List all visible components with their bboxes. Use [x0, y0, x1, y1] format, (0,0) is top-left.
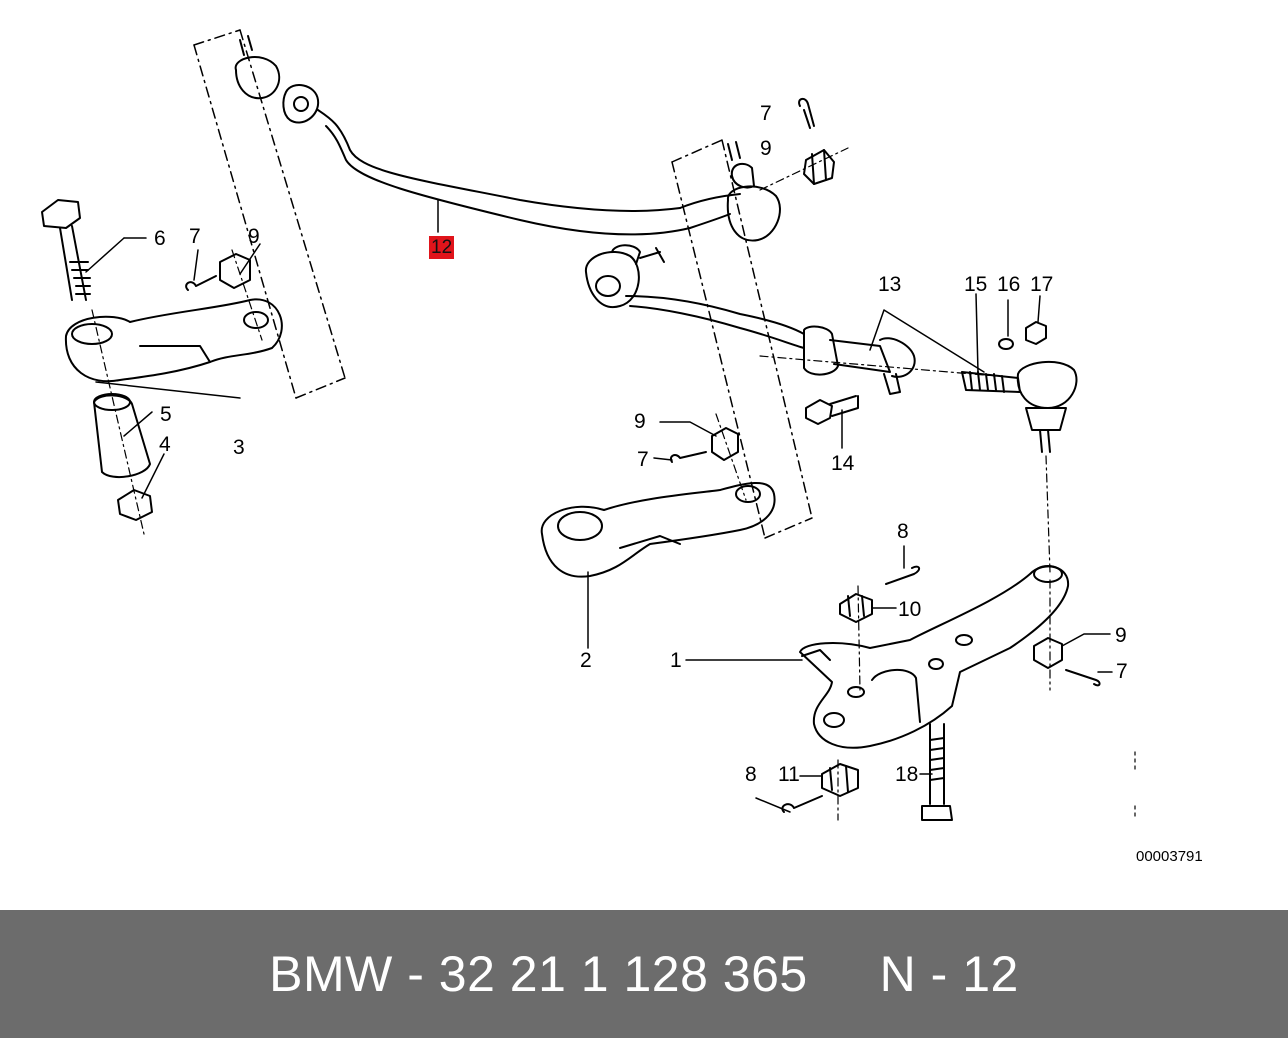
- tie-rod-end-15: [961, 293, 1078, 453]
- bolt-18: [919, 723, 953, 821]
- callout-17[interactable]: 17: [1030, 273, 1054, 296]
- callout-13[interactable]: 13: [878, 273, 902, 296]
- nut-11: [799, 763, 859, 797]
- callout-5[interactable]: 5: [160, 403, 172, 426]
- callout-7-center[interactable]: 7: [637, 448, 649, 471]
- diagram-reference-number: 00003791: [1136, 848, 1203, 865]
- cotter-pin-8-lower: [755, 795, 823, 813]
- callout-9-top[interactable]: 9: [760, 137, 772, 160]
- callout-9-center[interactable]: 9: [634, 410, 646, 433]
- callout-16[interactable]: 16: [997, 273, 1021, 296]
- assembly-boundary-left: [193, 29, 346, 399]
- callout-2[interactable]: 2: [580, 649, 592, 672]
- cotter-pin-8-upper: [885, 545, 920, 585]
- callout-1[interactable]: 1: [670, 649, 682, 672]
- callout-8-upper[interactable]: 8: [897, 520, 909, 543]
- callout-18[interactable]: 18: [895, 763, 919, 786]
- castle-nut-9-right: [1033, 633, 1111, 669]
- callout-12[interactable]: 12: [429, 236, 455, 259]
- callout-10[interactable]: 10: [898, 598, 922, 621]
- castle-nut-9-top: [803, 149, 835, 185]
- idler-bracket-1: [685, 565, 1070, 749]
- pitman-arm-2: [540, 481, 776, 649]
- cotter-pin-7-top: [798, 98, 815, 129]
- callout-7-left[interactable]: 7: [189, 225, 201, 248]
- castle-nut-10: [839, 593, 897, 623]
- callout-9-left[interactable]: 9: [248, 225, 260, 248]
- bushing-5: [93, 393, 153, 479]
- callout-6[interactable]: 6: [154, 227, 166, 250]
- washer-16: [998, 299, 1014, 350]
- bolt-14: [805, 395, 859, 449]
- assembly-boundary-center: [671, 139, 813, 539]
- callout-15[interactable]: 15: [964, 273, 988, 296]
- callout-8-lower[interactable]: 8: [745, 763, 757, 786]
- cotter-pin-7-right: [1065, 669, 1113, 687]
- steering-linkage-drawing: [41, 29, 1136, 821]
- cotter-pin-7-center: [653, 451, 707, 463]
- part-number-footer: BMW - 32 21 1 128 365 N - 12: [0, 910, 1288, 1038]
- center-drag-link-12: [234, 35, 741, 236]
- nut-17: [1025, 295, 1047, 345]
- callout-11[interactable]: 11: [778, 763, 800, 786]
- callout-3[interactable]: 3: [233, 436, 245, 459]
- part-number-text: BMW - 32 21 1 128 365 N - 12: [269, 946, 1019, 1002]
- cotter-pin-7-left: [185, 249, 217, 291]
- callout-4[interactable]: 4: [159, 433, 171, 456]
- castle-nut-9-left: [219, 243, 261, 289]
- callout-7-right[interactable]: 7: [1116, 660, 1128, 683]
- idler-arm-3: [64, 298, 283, 399]
- nut-4: [117, 453, 165, 521]
- callout-9-right[interactable]: 9: [1115, 624, 1127, 647]
- castle-nut-9-center: [659, 421, 739, 461]
- parts-diagram: 12 7 9 6 7 9 13 15 16 17 5 4 3 9 7 14 8 …: [41, 29, 1203, 865]
- tie-rod-13: [584, 244, 916, 395]
- callout-14[interactable]: 14: [831, 452, 855, 475]
- bolt-6: [41, 199, 147, 301]
- callout-7-top[interactable]: 7: [760, 102, 772, 125]
